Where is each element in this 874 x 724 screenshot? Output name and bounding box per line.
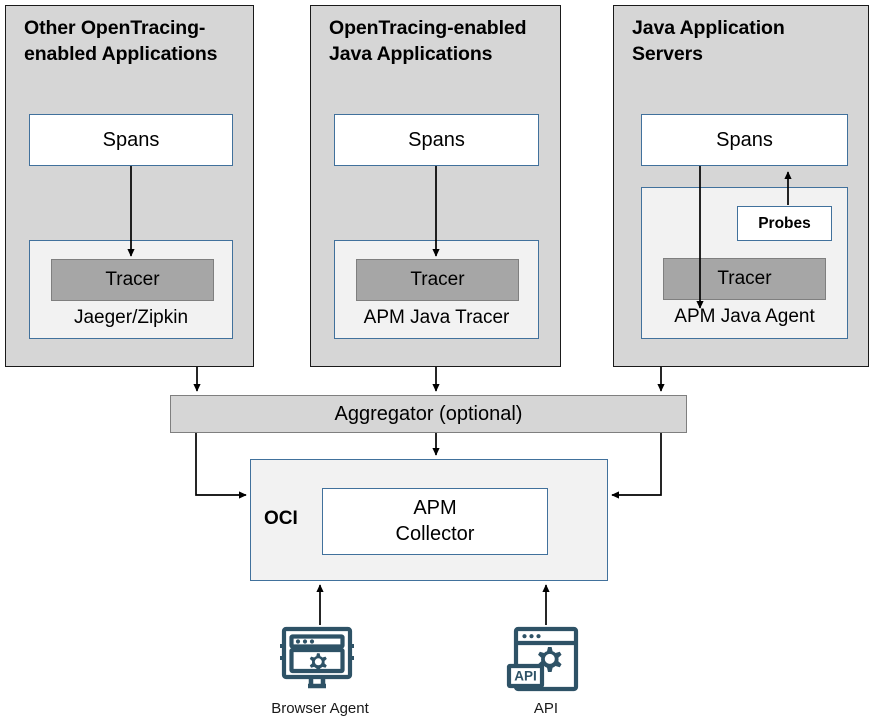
spans-box-col2: Spans xyxy=(334,114,539,166)
spans-label: Spans xyxy=(408,128,465,151)
apm-collector-box: APM Collector xyxy=(322,488,548,555)
spans-box-col3: Spans xyxy=(641,114,848,166)
probes-label: Probes xyxy=(758,214,811,232)
browser-monitor-gear-icon xyxy=(280,626,354,689)
apm-collector-line2: Collector xyxy=(395,522,475,545)
agent-panel-col3: Probes Tracer APM Java Agent xyxy=(641,187,848,339)
oci-box: OCI APM Collector xyxy=(250,459,608,581)
tracer-label: Tracer xyxy=(105,269,160,290)
apm-collector-label: APM Collector xyxy=(396,496,475,547)
tracer-box-col3: Tracer xyxy=(663,258,826,300)
tracer-label: Tracer xyxy=(717,268,772,289)
api-badge-text: API xyxy=(514,669,537,684)
oci-label: OCI xyxy=(264,508,298,529)
api-browser-gear-icon: API xyxy=(506,626,579,692)
tracer-box-col2: Tracer xyxy=(356,259,519,301)
column-title: Java Application Servers xyxy=(632,17,785,65)
tracer-panel-col1: Tracer Jaeger/Zipkin xyxy=(29,240,233,339)
api-label: API xyxy=(533,700,559,717)
aggregator-box: Aggregator (optional) xyxy=(170,395,687,433)
arrow-aggregator-right-to-oci xyxy=(611,433,662,499)
spans-box-col1: Spans xyxy=(29,114,233,166)
spans-label: Spans xyxy=(716,128,773,151)
aggregator-label: Aggregator (optional) xyxy=(334,402,523,425)
tracer-caption-col3: APM Java Agent xyxy=(674,306,815,327)
spans-label: Spans xyxy=(102,128,160,151)
apm-collector-line1: APM xyxy=(413,496,457,519)
probes-box: Probes xyxy=(737,206,832,241)
tracer-caption-col2: APM Java Tracer xyxy=(363,307,510,328)
tracer-panel-col2: Tracer APM Java Tracer xyxy=(334,240,539,339)
tracer-caption-col1: Jaeger/Zipkin xyxy=(73,307,189,328)
arrow-aggregator-left-to-oci xyxy=(195,433,247,499)
column-title: Other OpenTracing-enabled Applications xyxy=(24,17,218,65)
tracer-label: Tracer xyxy=(410,269,465,290)
column-title: OpenTracing-enabled Java Applications xyxy=(329,17,527,65)
tracer-box-col1: Tracer xyxy=(51,259,214,301)
browser-agent-label: Browser Agent xyxy=(271,700,369,717)
